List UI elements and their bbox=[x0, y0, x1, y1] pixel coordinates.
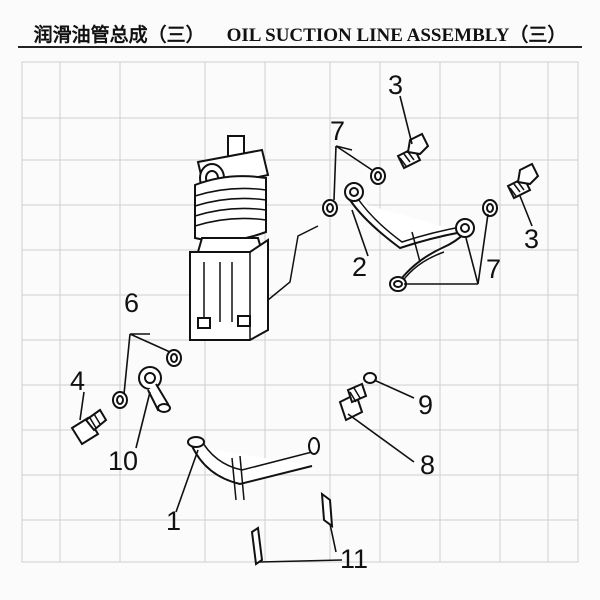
hex-bolt-4 bbox=[70, 408, 108, 446]
title-english: OIL SUCTION LINE ASSEMBLY（三） bbox=[226, 25, 567, 46]
page-title: 润滑油管总成（三） OIL SUCTION LINE ASSEMBLY（三） bbox=[0, 20, 600, 47]
oil-hose-1 bbox=[187, 436, 320, 501]
banjo-fitting-10 bbox=[138, 366, 171, 413]
hose-clamps-11 bbox=[250, 491, 334, 566]
compressor-cylinder-assembly bbox=[189, 135, 319, 341]
oil-pipe-upper bbox=[344, 182, 475, 287]
banjo-bolt-3-top bbox=[396, 132, 430, 170]
callout-8: 8 bbox=[420, 450, 435, 480]
callout-7-right: 7 bbox=[486, 254, 501, 284]
title-underline bbox=[18, 46, 582, 48]
callout-1: 1 bbox=[166, 506, 181, 536]
background-table-ghost bbox=[21, 61, 579, 563]
callout-6: 6 bbox=[124, 288, 139, 318]
callout-3-top: 3 bbox=[388, 70, 403, 100]
callout-3-right: 3 bbox=[524, 224, 539, 254]
o-ring-9 bbox=[363, 372, 377, 384]
sealing-washers-7 bbox=[322, 167, 498, 292]
callout-10: 10 bbox=[108, 446, 138, 476]
callout-4: 4 bbox=[70, 366, 85, 396]
callout-7-top: 7 bbox=[330, 116, 345, 146]
callout-2: 2 bbox=[352, 252, 367, 282]
sealing-washers-6 bbox=[112, 349, 182, 409]
callout-11: 11 bbox=[340, 544, 368, 574]
banjo-bolt-3-right bbox=[506, 162, 540, 200]
leader-lines bbox=[79, 95, 533, 563]
elbow-fitting-8 bbox=[338, 382, 368, 422]
callout-9: 9 bbox=[418, 390, 433, 420]
title-chinese: 润滑油管总成（三） bbox=[33, 25, 205, 46]
